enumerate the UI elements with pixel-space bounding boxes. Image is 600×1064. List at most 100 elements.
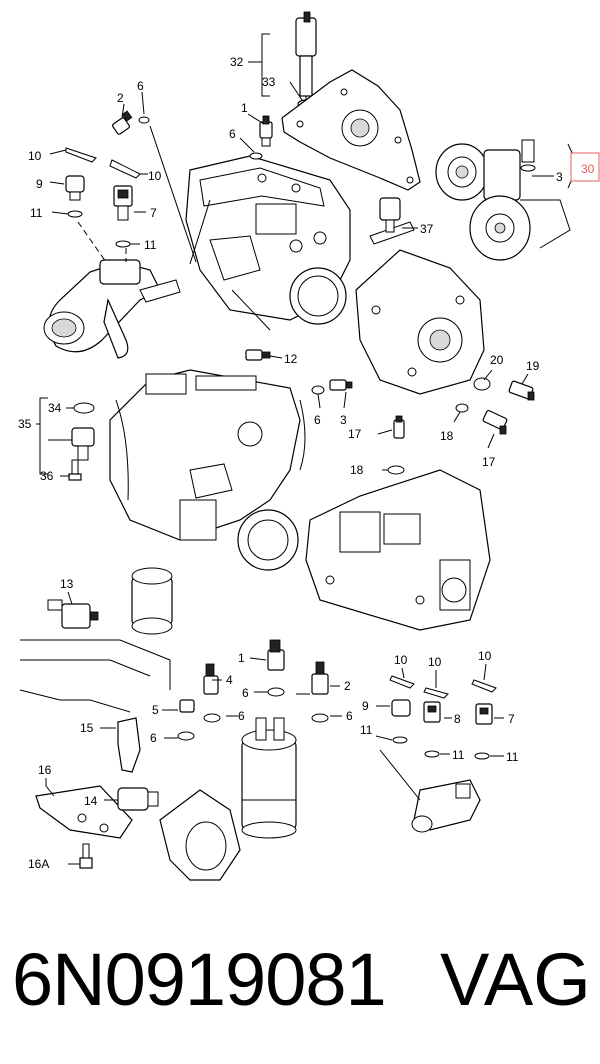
callout-35: 35 bbox=[18, 417, 32, 431]
part-6-washer-2 bbox=[249, 152, 263, 160]
part-7-sensor bbox=[113, 185, 133, 221]
callout-17: 17 bbox=[348, 427, 362, 441]
callout-11: 11 bbox=[506, 750, 519, 764]
callout-20: 20 bbox=[490, 353, 504, 367]
gearbox-lower bbox=[305, 469, 491, 631]
part-18-washer-2 bbox=[387, 465, 405, 475]
callout-18: 18 bbox=[350, 463, 364, 477]
part-16-bracket bbox=[35, 785, 133, 839]
headlight-housing bbox=[159, 789, 241, 881]
callout-6: 6 bbox=[314, 413, 321, 427]
callout-11: 11 bbox=[360, 723, 373, 737]
filter-left bbox=[131, 567, 173, 635]
callout-36: 36 bbox=[40, 469, 54, 483]
callout-labels: 32 33 6 2 1 6 10 10 9 7 11 11 37 3 30 12… bbox=[18, 55, 600, 871]
part-7-sensor-lower bbox=[474, 703, 493, 760]
engine-block-middle bbox=[109, 369, 306, 571]
fuel-filter bbox=[241, 717, 297, 839]
callout-7: 7 bbox=[150, 206, 157, 220]
callout-10: 10 bbox=[148, 169, 162, 183]
callout-30: 30 bbox=[581, 162, 595, 176]
callout-5: 5 bbox=[152, 703, 159, 717]
part-11-washer bbox=[67, 210, 131, 248]
callout-11: 11 bbox=[144, 238, 157, 252]
callout-14: 14 bbox=[84, 794, 98, 808]
part-9-plug bbox=[65, 175, 85, 201]
thermostat-housing bbox=[43, 259, 181, 359]
callout-19: 19 bbox=[526, 359, 540, 373]
callout-17: 17 bbox=[482, 455, 496, 469]
callout-9: 9 bbox=[362, 699, 369, 713]
callout-7: 7 bbox=[508, 712, 515, 726]
callout-4: 4 bbox=[226, 673, 233, 687]
part-17-switch bbox=[482, 409, 508, 435]
part-18-washer bbox=[455, 403, 469, 413]
callout-37: 37 bbox=[420, 222, 434, 236]
callout-18: 18 bbox=[440, 429, 454, 443]
part-5-sensor bbox=[177, 699, 195, 741]
part-10-clips-lower bbox=[389, 675, 497, 699]
part-10-clip bbox=[65, 147, 141, 179]
callout-12: 12 bbox=[284, 352, 298, 366]
part-2-sensor bbox=[112, 110, 133, 135]
callout-11: 11 bbox=[30, 206, 43, 220]
thermostat-flange-lower bbox=[411, 779, 481, 833]
brand-name: VAG bbox=[440, 938, 591, 1021]
part-6-washer bbox=[138, 116, 150, 124]
callout-6: 6 bbox=[346, 709, 353, 723]
part-2-sensor-lower bbox=[311, 661, 329, 723]
part-number: 6N0919081 bbox=[12, 938, 387, 1021]
callout-10: 10 bbox=[394, 653, 408, 667]
bumper-outline bbox=[19, 639, 171, 713]
callout-2: 2 bbox=[344, 679, 351, 693]
part-1-sensor bbox=[259, 115, 273, 147]
part-6-washer-3 bbox=[311, 385, 325, 395]
part-1-sensor-lower bbox=[267, 639, 285, 697]
engine-head-upper bbox=[185, 155, 351, 331]
callout-9: 9 bbox=[36, 177, 43, 191]
callout-13: 13 bbox=[60, 577, 74, 591]
part-13-sensor bbox=[47, 599, 99, 629]
part-8-sensor bbox=[423, 701, 441, 758]
callout-30-highlight: 30 bbox=[570, 152, 600, 182]
callout-6: 6 bbox=[229, 127, 236, 141]
exploded-parts-diagram: 32 33 6 2 1 6 10 10 9 7 11 11 37 3 30 12… bbox=[18, 11, 600, 881]
callout-10: 10 bbox=[428, 655, 442, 669]
callout-3: 3 bbox=[556, 170, 563, 184]
callout-6: 6 bbox=[137, 79, 144, 93]
part-3-sensor bbox=[329, 379, 353, 391]
leader-lines bbox=[36, 33, 579, 865]
part-35-sensor bbox=[71, 427, 95, 461]
callout-15: 15 bbox=[80, 721, 94, 735]
part-4-sensor bbox=[203, 663, 221, 723]
part-20-washer bbox=[473, 377, 491, 391]
callout-11: 11 bbox=[452, 748, 465, 762]
part-12-sensor bbox=[245, 349, 271, 361]
part-9-plug-lower bbox=[391, 699, 411, 744]
callout-6: 6 bbox=[242, 686, 249, 700]
part-15-bracket bbox=[117, 717, 141, 773]
footer: 6N0919081 VAG bbox=[0, 930, 600, 1050]
part-14-sensor bbox=[117, 787, 159, 811]
callout-16a: 16A bbox=[28, 857, 49, 871]
part-19-switch bbox=[508, 380, 535, 401]
callout-1: 1 bbox=[238, 651, 245, 665]
callout-3: 3 bbox=[340, 413, 347, 427]
callout-32: 32 bbox=[230, 55, 244, 69]
callout-1: 1 bbox=[241, 101, 248, 115]
callout-8: 8 bbox=[454, 712, 461, 726]
callout-34: 34 bbox=[48, 401, 62, 415]
callout-16: 16 bbox=[38, 763, 52, 777]
callout-10: 10 bbox=[478, 649, 492, 663]
valve-cover-plate bbox=[281, 69, 421, 191]
part-17-switch-2 bbox=[393, 415, 405, 439]
callout-10: 10 bbox=[28, 149, 42, 163]
part-32-sensor bbox=[295, 11, 317, 104]
part-36-bolt bbox=[68, 459, 82, 481]
part-37-valve bbox=[369, 197, 415, 245]
part-16a-bolt bbox=[79, 843, 93, 869]
callout-6: 6 bbox=[150, 731, 157, 745]
part-34-oring bbox=[73, 402, 95, 414]
pulley-assembly bbox=[435, 139, 571, 261]
gearbox-upper bbox=[355, 249, 485, 395]
